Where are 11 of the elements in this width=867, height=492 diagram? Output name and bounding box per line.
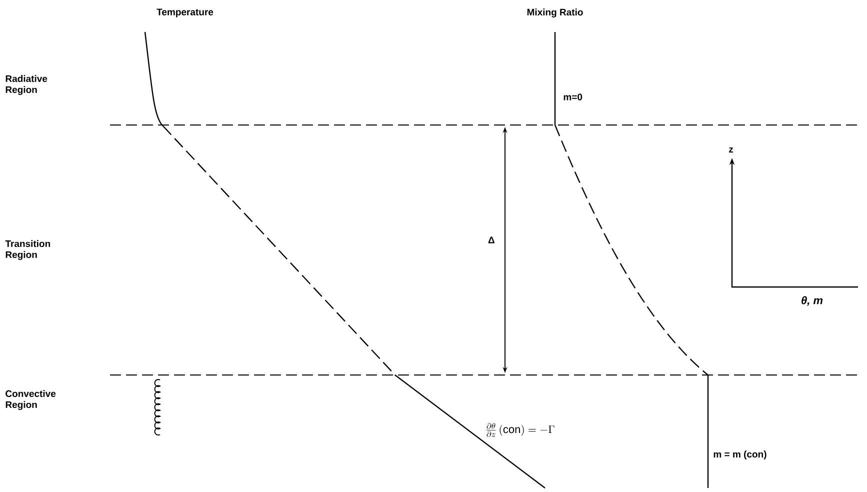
axis-label: Radiative Region [6, 75, 48, 95]
axis-label: Convective Region [6, 390, 56, 410]
axis-label: m=0 [564, 94, 582, 100]
axis-label: Δ [488, 236, 494, 244]
axis-label: θ, m [802, 296, 823, 306]
axis-label: Temperature [156, 8, 214, 18]
axis-label: $\frac{\partial\theta}{\partial z}\,(\mathrm{con}) = -\Gamma$ [486, 423, 554, 437]
axis-label: z [729, 147, 734, 152]
axis-label: m = m (con) [714, 450, 766, 460]
axis-label: Mixing Ratio [527, 8, 583, 18]
axis-label: Transition Region [5, 240, 50, 260]
